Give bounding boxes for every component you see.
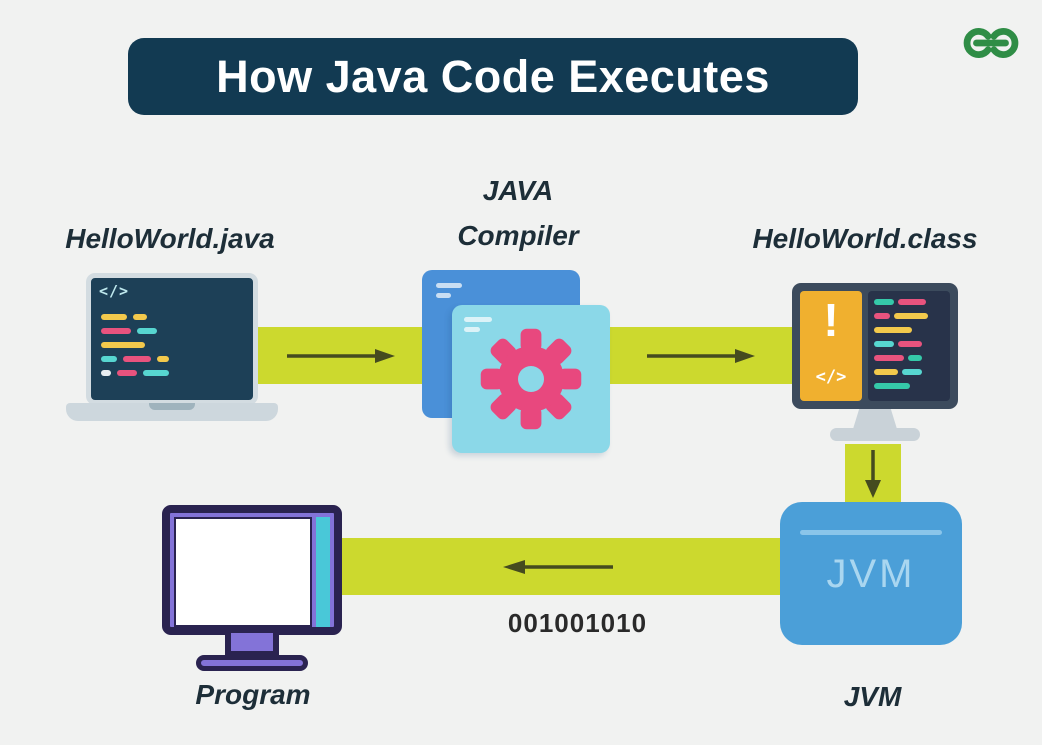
binary-output-text: 001001010 — [507, 608, 648, 638]
geeksforgeeks-logo-icon — [963, 28, 1019, 58]
connector-jvm-to-program — [336, 538, 782, 595]
monitor-stand-base — [830, 428, 920, 441]
program-screen — [162, 505, 342, 635]
connector-source-to-compiler — [240, 327, 440, 384]
code-line — [874, 383, 910, 389]
code-line — [101, 370, 111, 376]
jvm-box-label: JVM — [826, 552, 916, 596]
code-line — [874, 369, 898, 375]
code-tag-glyph: </> — [99, 282, 130, 300]
window-chrome-line — [436, 283, 462, 288]
gear-icon — [480, 328, 582, 430]
code-line — [898, 299, 926, 305]
laptop-screen: </> — [86, 273, 258, 405]
code-line — [101, 328, 131, 334]
laptop-notch — [149, 403, 195, 410]
arrow-left-icon — [503, 559, 613, 574]
compiler-icon — [422, 270, 612, 455]
code-line — [123, 356, 151, 362]
jvm-box: JVM — [780, 502, 962, 645]
code-line — [908, 355, 922, 361]
arrow-right-icon — [287, 348, 395, 363]
label-program: Program — [195, 679, 311, 710]
laptop-code-icon: </> — [66, 273, 278, 421]
window-chrome-line — [464, 317, 492, 322]
window-chrome-line — [464, 327, 480, 332]
arrow-right-icon — [647, 348, 755, 363]
laptop-base — [66, 403, 278, 421]
label-java-compiler-line2: Compiler — [457, 220, 579, 251]
connector-compiler-to-class — [600, 327, 800, 384]
warning-panel: ! </> — [800, 291, 862, 401]
jvm-box-divider — [800, 530, 942, 535]
code-line — [902, 369, 922, 375]
arrow-down-icon — [865, 450, 881, 498]
code-line — [101, 356, 117, 362]
code-line — [894, 313, 928, 319]
title-banner: How Java Code Executes — [128, 38, 858, 115]
code-line — [133, 314, 147, 320]
program-stand-base — [196, 655, 308, 671]
monitor-stand-neck — [853, 409, 897, 429]
code-line — [874, 341, 894, 347]
class-file-monitor-icon: ! </> — [792, 283, 958, 443]
page-title: How Java Code Executes — [216, 50, 770, 102]
code-line — [874, 313, 890, 319]
code-line — [101, 342, 145, 348]
screen-accent-strip — [316, 517, 330, 627]
label-java-compiler: JAVA Compiler — [408, 168, 628, 258]
bytecode-panel — [868, 291, 950, 401]
code-line — [874, 355, 904, 361]
label-jvm: JVM — [843, 681, 902, 712]
label-java-compiler-line1: JAVA — [482, 175, 554, 206]
screen-white-area — [174, 517, 312, 627]
label-helloworld-java: HelloWorld.java — [65, 223, 275, 254]
code-line — [137, 328, 157, 334]
program-stand-neck — [225, 633, 279, 657]
code-line — [157, 356, 169, 362]
code-line — [898, 341, 922, 347]
code-line — [117, 370, 137, 376]
exclamation-glyph: ! — [823, 294, 839, 346]
code-line — [143, 370, 169, 376]
code-line — [101, 314, 127, 320]
code-line — [874, 299, 894, 305]
window-chrome-line — [436, 293, 451, 298]
monitor-frame: ! </> — [792, 283, 958, 409]
code-tag-glyph: </> — [815, 367, 847, 387]
label-helloworld-class: HelloWorld.class — [752, 223, 978, 254]
program-monitor-icon — [162, 505, 344, 675]
code-line — [874, 327, 912, 333]
